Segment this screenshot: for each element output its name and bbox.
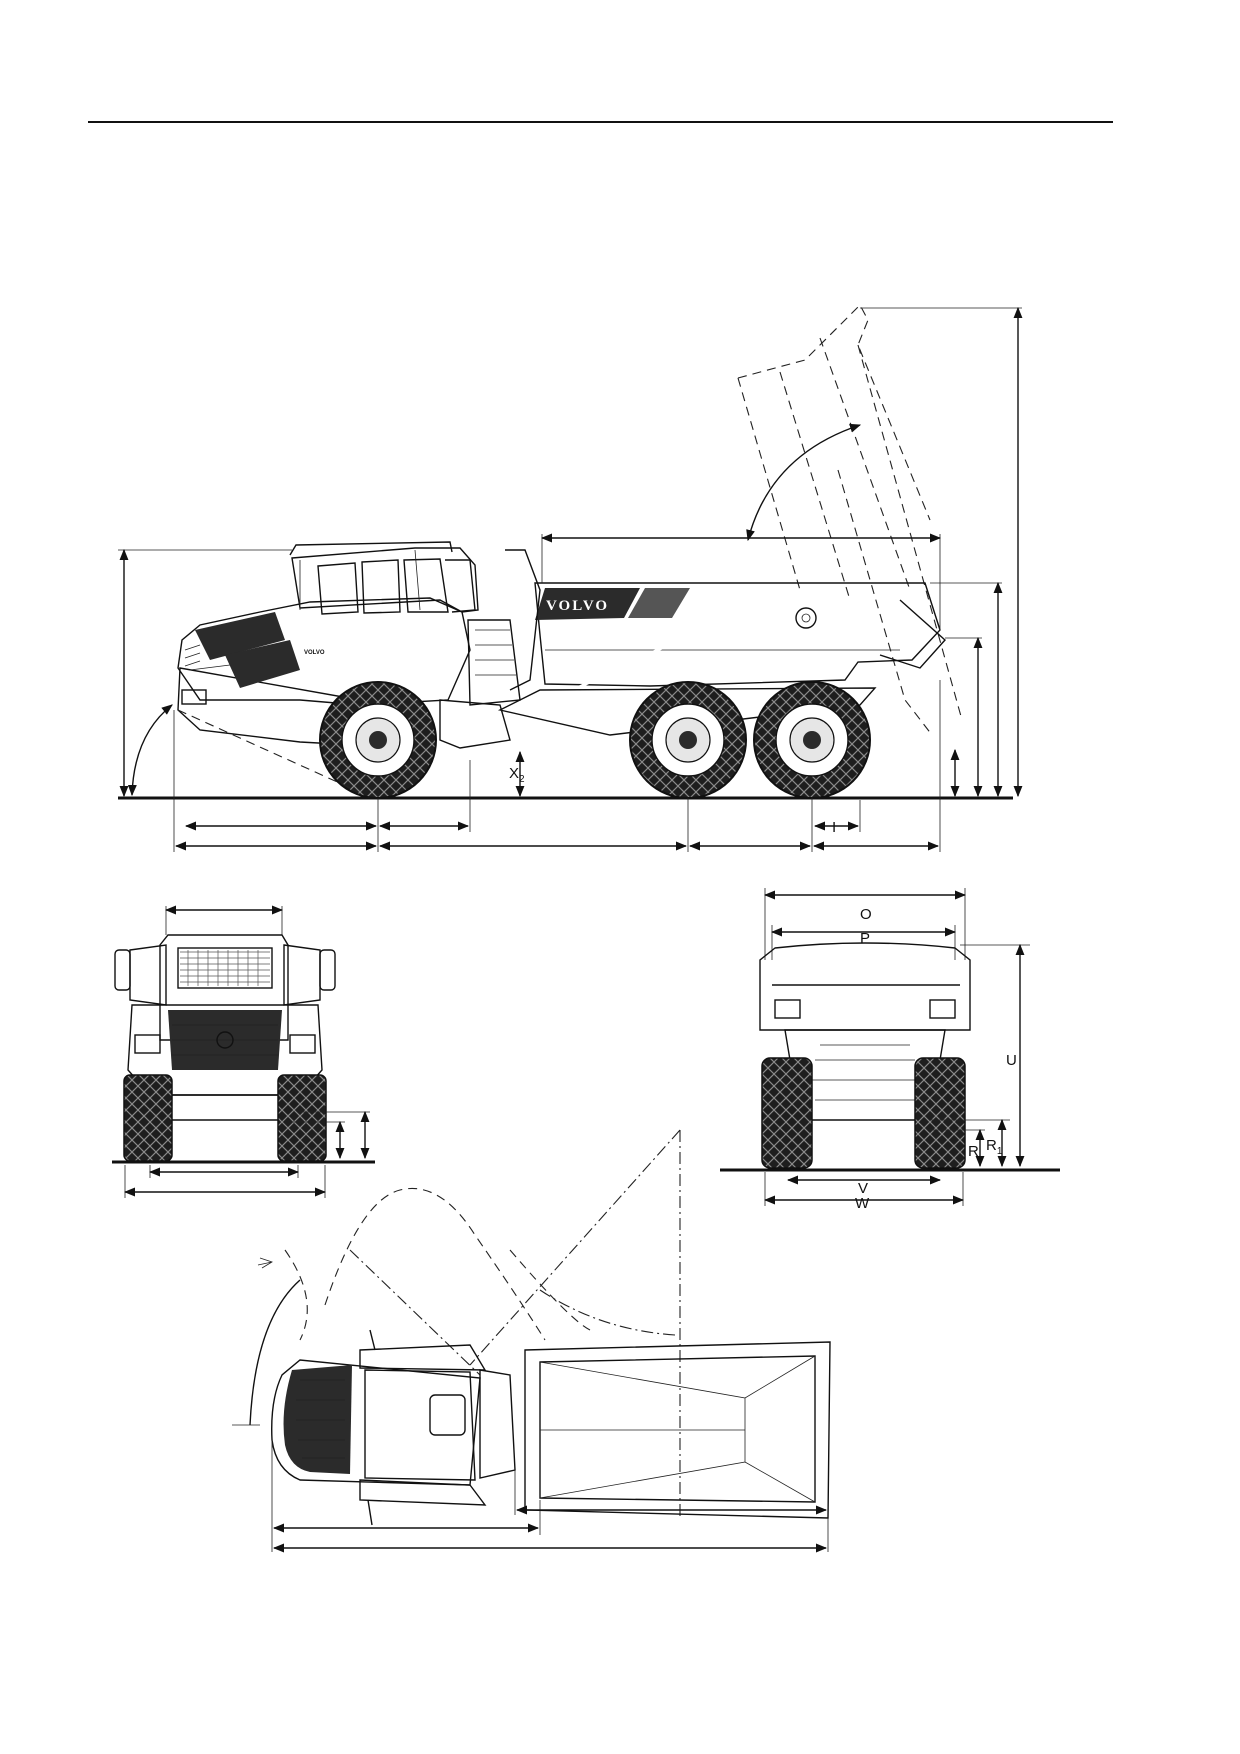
middle-wheel — [629, 681, 747, 799]
label-p: P — [860, 930, 870, 947]
cab — [289, 541, 479, 615]
label-r1: R1 — [986, 1137, 1003, 1157]
turning-radius-dashed — [284, 1249, 308, 1341]
label-v: V — [858, 1180, 868, 1197]
top-view — [232, 1129, 831, 1553]
body-logo: VOLVO — [546, 598, 609, 614]
approach-angle-arc — [127, 704, 173, 797]
dump-body: VOLVO — [534, 582, 946, 687]
front-view — [112, 905, 375, 1198]
front-right-tire — [277, 1074, 327, 1162]
tipped-body-outline — [737, 304, 963, 736]
label-i: I — [832, 819, 836, 836]
hood-logo: VOLVO — [304, 650, 325, 656]
rear-view: O P U R R1 V W — [720, 888, 1060, 1212]
rear-left-tire — [761, 1057, 813, 1169]
label-r: R — [968, 1143, 979, 1160]
label-u: U — [1006, 1052, 1017, 1069]
rear-right-tire — [914, 1057, 966, 1169]
approach-angle-line — [177, 709, 356, 791]
rear-wheel — [753, 681, 871, 799]
label-x2: X2 — [509, 765, 525, 785]
label-o: O — [860, 906, 872, 923]
tipping-angle-arc — [746, 423, 862, 542]
hood: VOLVO — [177, 597, 471, 706]
steering-angle-arc — [249, 1279, 301, 1426]
side-view: VOLVO VOLVO — [118, 304, 1023, 852]
rear-frame — [497, 687, 877, 736]
hoist-cylinder — [518, 628, 702, 717]
front-left-tire — [123, 1074, 173, 1162]
label-w: W — [855, 1195, 870, 1212]
front-wheel — [319, 681, 437, 799]
articulation-hitch — [467, 549, 541, 706]
